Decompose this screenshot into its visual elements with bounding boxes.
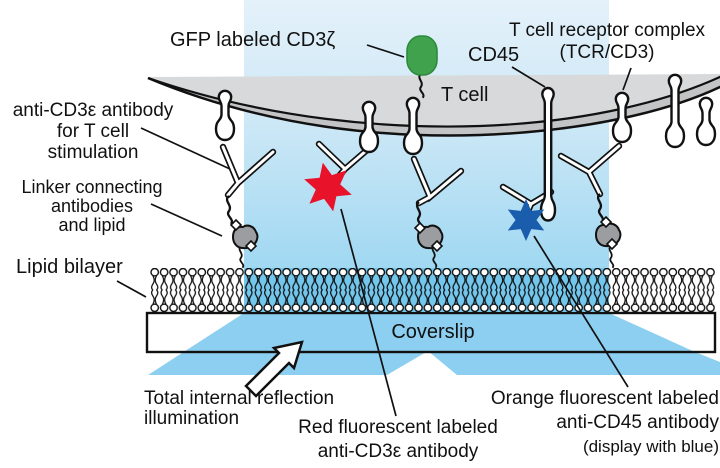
- label-orange-line3: (display with blue): [582, 437, 719, 456]
- membrane-outer-line: [147, 76, 720, 137]
- pointer-line-tcr: [622, 67, 632, 91]
- pointer-line-orange-label: [533, 235, 629, 388]
- label-orange-line1: Orange fluorescent labeled: [490, 388, 719, 409]
- membrane-inner-line: [147, 75, 720, 128]
- receptor-tcr-right1: [611, 91, 633, 144]
- illumination-arrow-icon: [244, 340, 304, 398]
- receptor-cd3zeta: [402, 96, 424, 156]
- label-linker-line2: antibodies: [50, 196, 134, 216]
- pointer-line-linker: [150, 203, 223, 237]
- label-anti-cd3-line3: stimulation: [47, 142, 139, 163]
- label-anti-cd3-line2: for T cell: [56, 121, 130, 142]
- receptor-cd45: [539, 86, 557, 222]
- anti-cd3-antibody-2: [410, 155, 465, 207]
- gfp-marker: [406, 35, 438, 76]
- label-red-fluorescent: Red fluorescent labeled anti-CD3ε antibo…: [285, 416, 511, 464]
- label-linker-line3: and lipid: [58, 215, 126, 235]
- label-red-line2: anti-CD3ε antibody: [317, 441, 479, 462]
- pointer-line-anti-cd3: [140, 127, 231, 170]
- label-anti-cd3-line1: anti-CD3ε antibody: [12, 100, 174, 121]
- receptor-tcr-complex: [664, 73, 686, 149]
- label-lipid-bilayer: Lipid bilayer: [16, 256, 123, 278]
- pointer-lines: [116, 44, 632, 417]
- pointer-line-red-label: [340, 208, 397, 417]
- label-cd45: CD45: [468, 44, 520, 66]
- t-cell-membrane-band: [148, 76, 720, 136]
- lipid-bilayer-top-leaflet: [150, 268, 715, 290]
- label-tcr-complex-line2: (TCR/CD3): [559, 42, 655, 63]
- pointer-line-cd45: [511, 66, 546, 88]
- anti-cd3-antibody-1: [219, 143, 277, 199]
- label-coverslip: Coverslip: [391, 321, 475, 343]
- membrane-receptors: [214, 73, 717, 222]
- blue-fluorophore-star: [507, 199, 545, 241]
- label-linker-line1: Linker connecting: [21, 177, 163, 197]
- label-gfp-cd3zeta: GFP labeled CD3ζ: [170, 29, 336, 51]
- label-tcr-complex-line1: T cell receptor complex: [508, 20, 706, 41]
- receptor-tcr-right2: [695, 96, 717, 147]
- label-orange-line2: anti-CD45 antibody: [556, 412, 719, 433]
- label-t-cell: T cell: [441, 84, 489, 106]
- label-tir-illumination: Total internal reflection illumination: [144, 389, 334, 429]
- label-anti-cd3-stimulation: anti-CD3ε antibody for T cell stimulatio…: [0, 100, 186, 163]
- label-tir-line2: illumination: [144, 408, 240, 429]
- receptor-tcr-mid: [358, 100, 380, 154]
- pointer-line-bilayer: [116, 280, 147, 298]
- receptor-tcr-left: [214, 89, 236, 142]
- lipid-bilayer-bottom-leaflet: [150, 290, 715, 312]
- anti-cd3-antibody-3: [557, 142, 623, 198]
- coverslip-border: [145, 311, 717, 354]
- red-fluorophore-star: [304, 162, 352, 212]
- pointer-line-gfp: [366, 44, 405, 58]
- label-red-line1: Red fluorescent labeled: [298, 417, 498, 438]
- label-orange-fluorescent: Orange fluorescent labeled anti-CD45 ant…: [460, 387, 719, 459]
- label-tcr-complex: T cell receptor complex (TCR/CD3): [493, 20, 720, 64]
- label-tir-line1: Total internal reflection: [144, 388, 335, 409]
- label-linker: Linker connecting antibodies and lipid: [10, 178, 174, 235]
